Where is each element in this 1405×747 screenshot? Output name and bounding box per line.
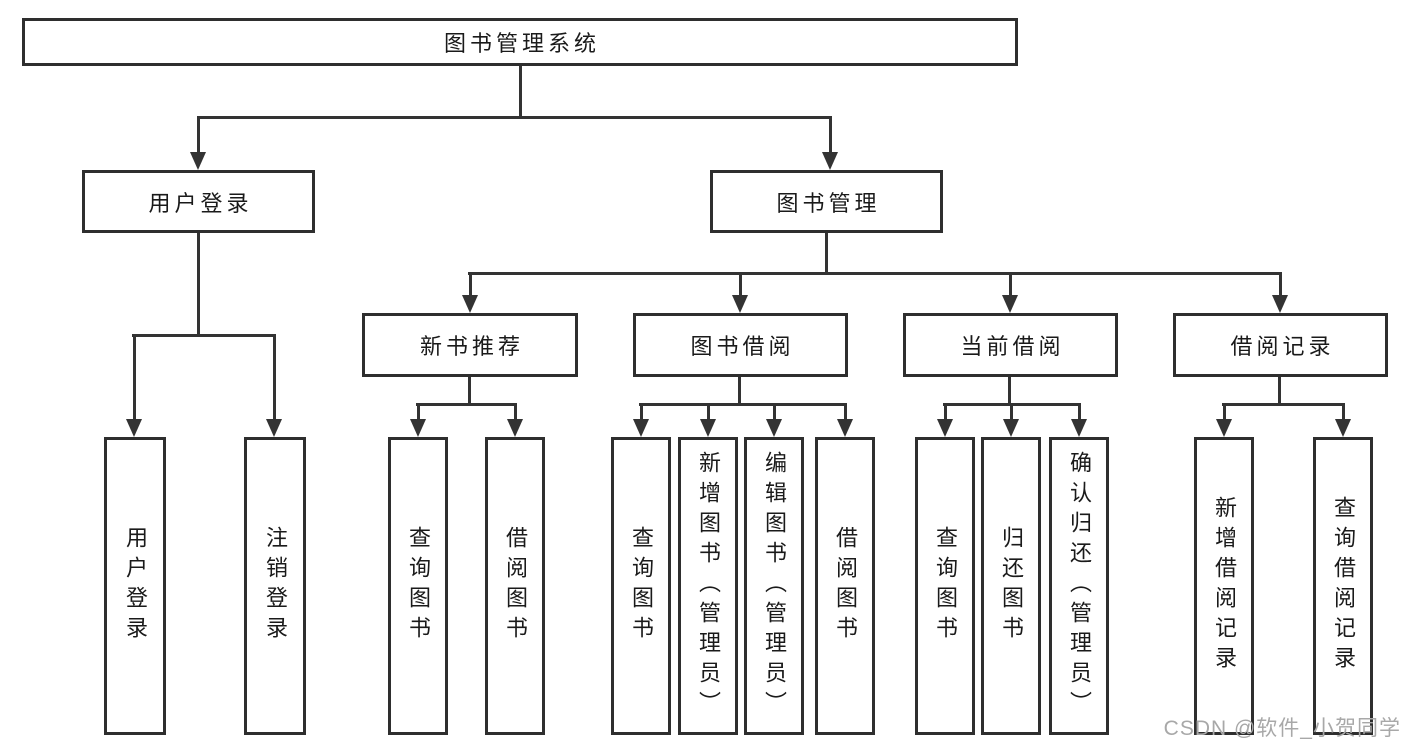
connector-records-stem	[1278, 377, 1281, 405]
arrowhead-newbook-borrow	[507, 404, 523, 437]
connector-book-borrow-stem	[738, 377, 741, 405]
arrowhead-current-confirm	[1071, 404, 1087, 437]
arrowhead-to-leaf-logout	[266, 335, 282, 437]
leaf-borrow-add-admin: 新增图书（管理员）	[678, 437, 738, 735]
node-book-borrow: 图书借阅	[633, 313, 848, 377]
connector-book-mgmt-bus	[468, 272, 1282, 275]
connector-user-login-stem	[197, 233, 200, 336]
leaf-newbook-query: 查询图书	[388, 437, 448, 735]
arrowhead-borrow-add	[700, 404, 716, 437]
connector-root-bus	[197, 116, 832, 119]
arrowhead-to-current-borrow	[1002, 273, 1018, 313]
leaf-record-add: 新增借阅记录	[1194, 437, 1254, 735]
leaf-newbook-borrow: 借阅图书	[485, 437, 545, 735]
leaf-user-login: 用户登录	[104, 437, 166, 735]
node-root: 图书管理系统	[22, 18, 1018, 66]
leaf-record-query: 查询借阅记录	[1313, 437, 1373, 735]
connector-new-book-stem	[468, 377, 471, 405]
node-current-borrow: 当前借阅	[903, 313, 1118, 377]
arrowhead-to-book-management	[822, 117, 838, 170]
connector-book-borrow-bus	[639, 403, 847, 406]
connector-user-login-bus	[132, 334, 276, 337]
connector-current-stem	[1008, 377, 1011, 405]
watermark: CSDN @软件_小贺同学	[1163, 717, 1401, 740]
arrowhead-to-book-borrow	[732, 273, 748, 313]
node-borrow-records: 借阅记录	[1173, 313, 1388, 377]
leaf-borrow-edit-admin: 编辑图书（管理员）	[744, 437, 804, 735]
leaf-borrow-borrow: 借阅图书	[815, 437, 875, 735]
leaf-borrow-query: 查询图书	[611, 437, 671, 735]
node-book-management: 图书管理	[710, 170, 943, 233]
arrowhead-borrow-query	[633, 404, 649, 437]
arrowhead-newbook-query	[410, 404, 426, 437]
leaf-current-return: 归还图书	[981, 437, 1041, 735]
arrowhead-record-add	[1216, 404, 1232, 437]
arrowhead-to-new-book	[462, 273, 478, 313]
arrowhead-borrow-edit	[766, 404, 782, 437]
arrowhead-current-query	[937, 404, 953, 437]
arrowhead-to-user-login	[190, 117, 206, 170]
leaf-current-query: 查询图书	[915, 437, 975, 735]
arrowhead-record-query	[1335, 404, 1351, 437]
arrowhead-to-borrow-records	[1272, 273, 1288, 313]
leaf-current-confirm-return-admin: 确认归还（管理员）	[1049, 437, 1109, 735]
connector-records-bus	[1222, 403, 1345, 406]
connector-root-stem	[519, 66, 522, 118]
leaf-logout: 注销登录	[244, 437, 306, 735]
node-new-book-recommend: 新书推荐	[362, 313, 578, 377]
node-user-login: 用户登录	[82, 170, 315, 233]
arrowhead-to-leaf-user-login	[126, 335, 142, 437]
connector-new-book-bus	[416, 403, 517, 406]
arrowhead-borrow-borrow	[837, 404, 853, 437]
connector-book-mgmt-stem	[825, 233, 828, 274]
arrowhead-current-return	[1003, 404, 1019, 437]
